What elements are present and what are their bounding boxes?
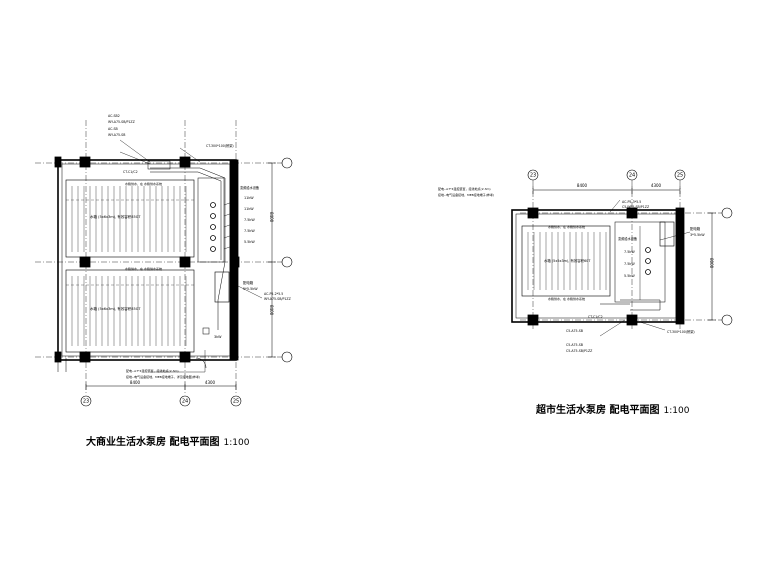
pump-icon (210, 202, 216, 208)
column (527, 207, 539, 219)
water-tank (521, 225, 611, 297)
axis-bubble (721, 207, 733, 219)
tank-note: 水箱供水，在 水箱供水系统 (125, 266, 162, 271)
column (79, 351, 91, 363)
lighting-power: 3kW (214, 335, 222, 339)
pump-power: 11kW (244, 196, 254, 200)
axis-label: 23 (83, 399, 89, 405)
left-title-text: 大商业生活水泵房 配电平面图 (86, 437, 220, 448)
cable-label: CT-C1/C2 (123, 170, 138, 174)
pump-power: 7.5kW (244, 218, 255, 222)
pump-power: 5.5kW (624, 274, 635, 278)
cable-label: WY-A75-SB/P1ZZ (264, 297, 292, 301)
cable-label: C5-WP5-SB/P1ZZ (622, 205, 650, 209)
column (230, 256, 240, 268)
dimension-label: 8400 (269, 212, 274, 223)
axis-bubble (626, 169, 638, 181)
note: 接地--电气设备接地，MEB接地端子(参考) (438, 192, 494, 197)
dimension-label: 8400 (577, 183, 588, 188)
cable-label: WY-A75-SB (108, 133, 125, 137)
tank-note: 水箱供水，在 水箱供水系统 (125, 181, 162, 186)
note: 配电--A7*4温控装置，接线地点(2.3m) (438, 186, 491, 191)
column (54, 156, 62, 168)
dimension-label: 8400 (269, 305, 274, 316)
cable-label: C5-A75-SB (566, 329, 583, 333)
equipment-title: 变频给水设备 (240, 185, 260, 190)
axis-label: 23 (530, 173, 536, 179)
tank-label: 水箱 (5x6x3m), 有效容积85GT (90, 306, 141, 311)
lower-water-tank (65, 269, 195, 353)
pump-icon (210, 246, 216, 252)
axis-bubble (80, 395, 92, 407)
pump-power: 5.5kW (244, 240, 255, 244)
cable-label: C5-A75-SB/P1ZZ (566, 349, 593, 353)
column (527, 314, 539, 326)
right-plan (511, 169, 733, 337)
axis-bubble (281, 351, 293, 363)
axis-label: 24 (182, 399, 188, 405)
cable-label: C5-A75-SB (566, 343, 583, 347)
column (626, 207, 638, 219)
dimension-label: 8000 (709, 258, 714, 269)
axis-bubble (281, 256, 293, 268)
axis-bubble (179, 395, 191, 407)
distribution-panel (659, 221, 675, 247)
pump-icon (645, 258, 651, 264)
dimension-label: 8400 (130, 380, 141, 385)
column (179, 256, 191, 268)
tank-note: 水箱供水，在 水箱供水系统 (548, 224, 585, 229)
tank-label: 水箱 (5x5x3m), 有效容积60T (544, 258, 591, 263)
cable-label: CT-300*100(桥架) (667, 329, 695, 334)
column (626, 314, 638, 326)
panel-label: 配电箱 (690, 226, 701, 231)
note: 接地--电气设备接地，MEB接地端子，详见接地图(参考) (126, 374, 200, 379)
column (179, 156, 191, 168)
pump-icon (645, 269, 651, 275)
axis-label: 25 (677, 173, 683, 179)
axis-bubble (674, 169, 686, 181)
panel-label: 配电箱 (243, 280, 254, 285)
equipment-title: 变频给水设备 (618, 236, 638, 241)
cable-label: CT-300*100(桥架) (206, 143, 234, 148)
pump-power: 7.5kW (624, 262, 635, 266)
pump-icon (645, 247, 651, 253)
distribution-panel (214, 271, 230, 303)
pump-icon (210, 213, 216, 219)
pump-icon (210, 224, 216, 230)
upper-water-tank (65, 179, 195, 258)
tank-label: 水箱 (5x6x3m), 有效容积85GT (90, 214, 141, 219)
axis-label: 24 (629, 173, 635, 179)
left-plan (35, 120, 293, 407)
axis-bubble (230, 395, 242, 407)
panel-power: 5*5.5kW (243, 287, 258, 291)
right-title-text: 超市生活水泵房 配电平面图 (536, 405, 660, 416)
axis-label: 25 (233, 399, 239, 405)
column (79, 256, 91, 268)
left-title-scale: 1:100 (223, 438, 250, 448)
note: 配电--A7*4温控装置，接线地点(2.3m) (126, 368, 179, 373)
column (179, 351, 191, 363)
pump-power: 7.5kW (244, 229, 255, 233)
tank-note: 水箱供水，在 水箱供水系统 (548, 296, 585, 301)
cable-label: AC-SB2 (108, 114, 120, 118)
panel-power: 3*5.5kW (690, 233, 705, 237)
axis-bubble (527, 169, 539, 181)
dimension-label: 4300 (651, 183, 662, 188)
cable-label: AC-SB (108, 127, 118, 131)
cable-label: WY-A75-SB/P1ZZ (108, 120, 136, 124)
pump-power: 7.5kW (624, 250, 635, 254)
axis-bubble (721, 314, 733, 326)
cable-label: AC-P5-3*5.5 (622, 200, 641, 204)
pump-icon (210, 235, 216, 241)
cable-label: AC-P5-2*5.5 (264, 292, 283, 296)
dimension-label: 4300 (205, 380, 216, 385)
axis-bubble (281, 157, 293, 169)
cable-label: CT-C1/C2 (588, 315, 603, 319)
column (79, 156, 91, 168)
pump-power: 11kW (244, 207, 254, 211)
right-title-scale: 1:100 (663, 406, 690, 416)
